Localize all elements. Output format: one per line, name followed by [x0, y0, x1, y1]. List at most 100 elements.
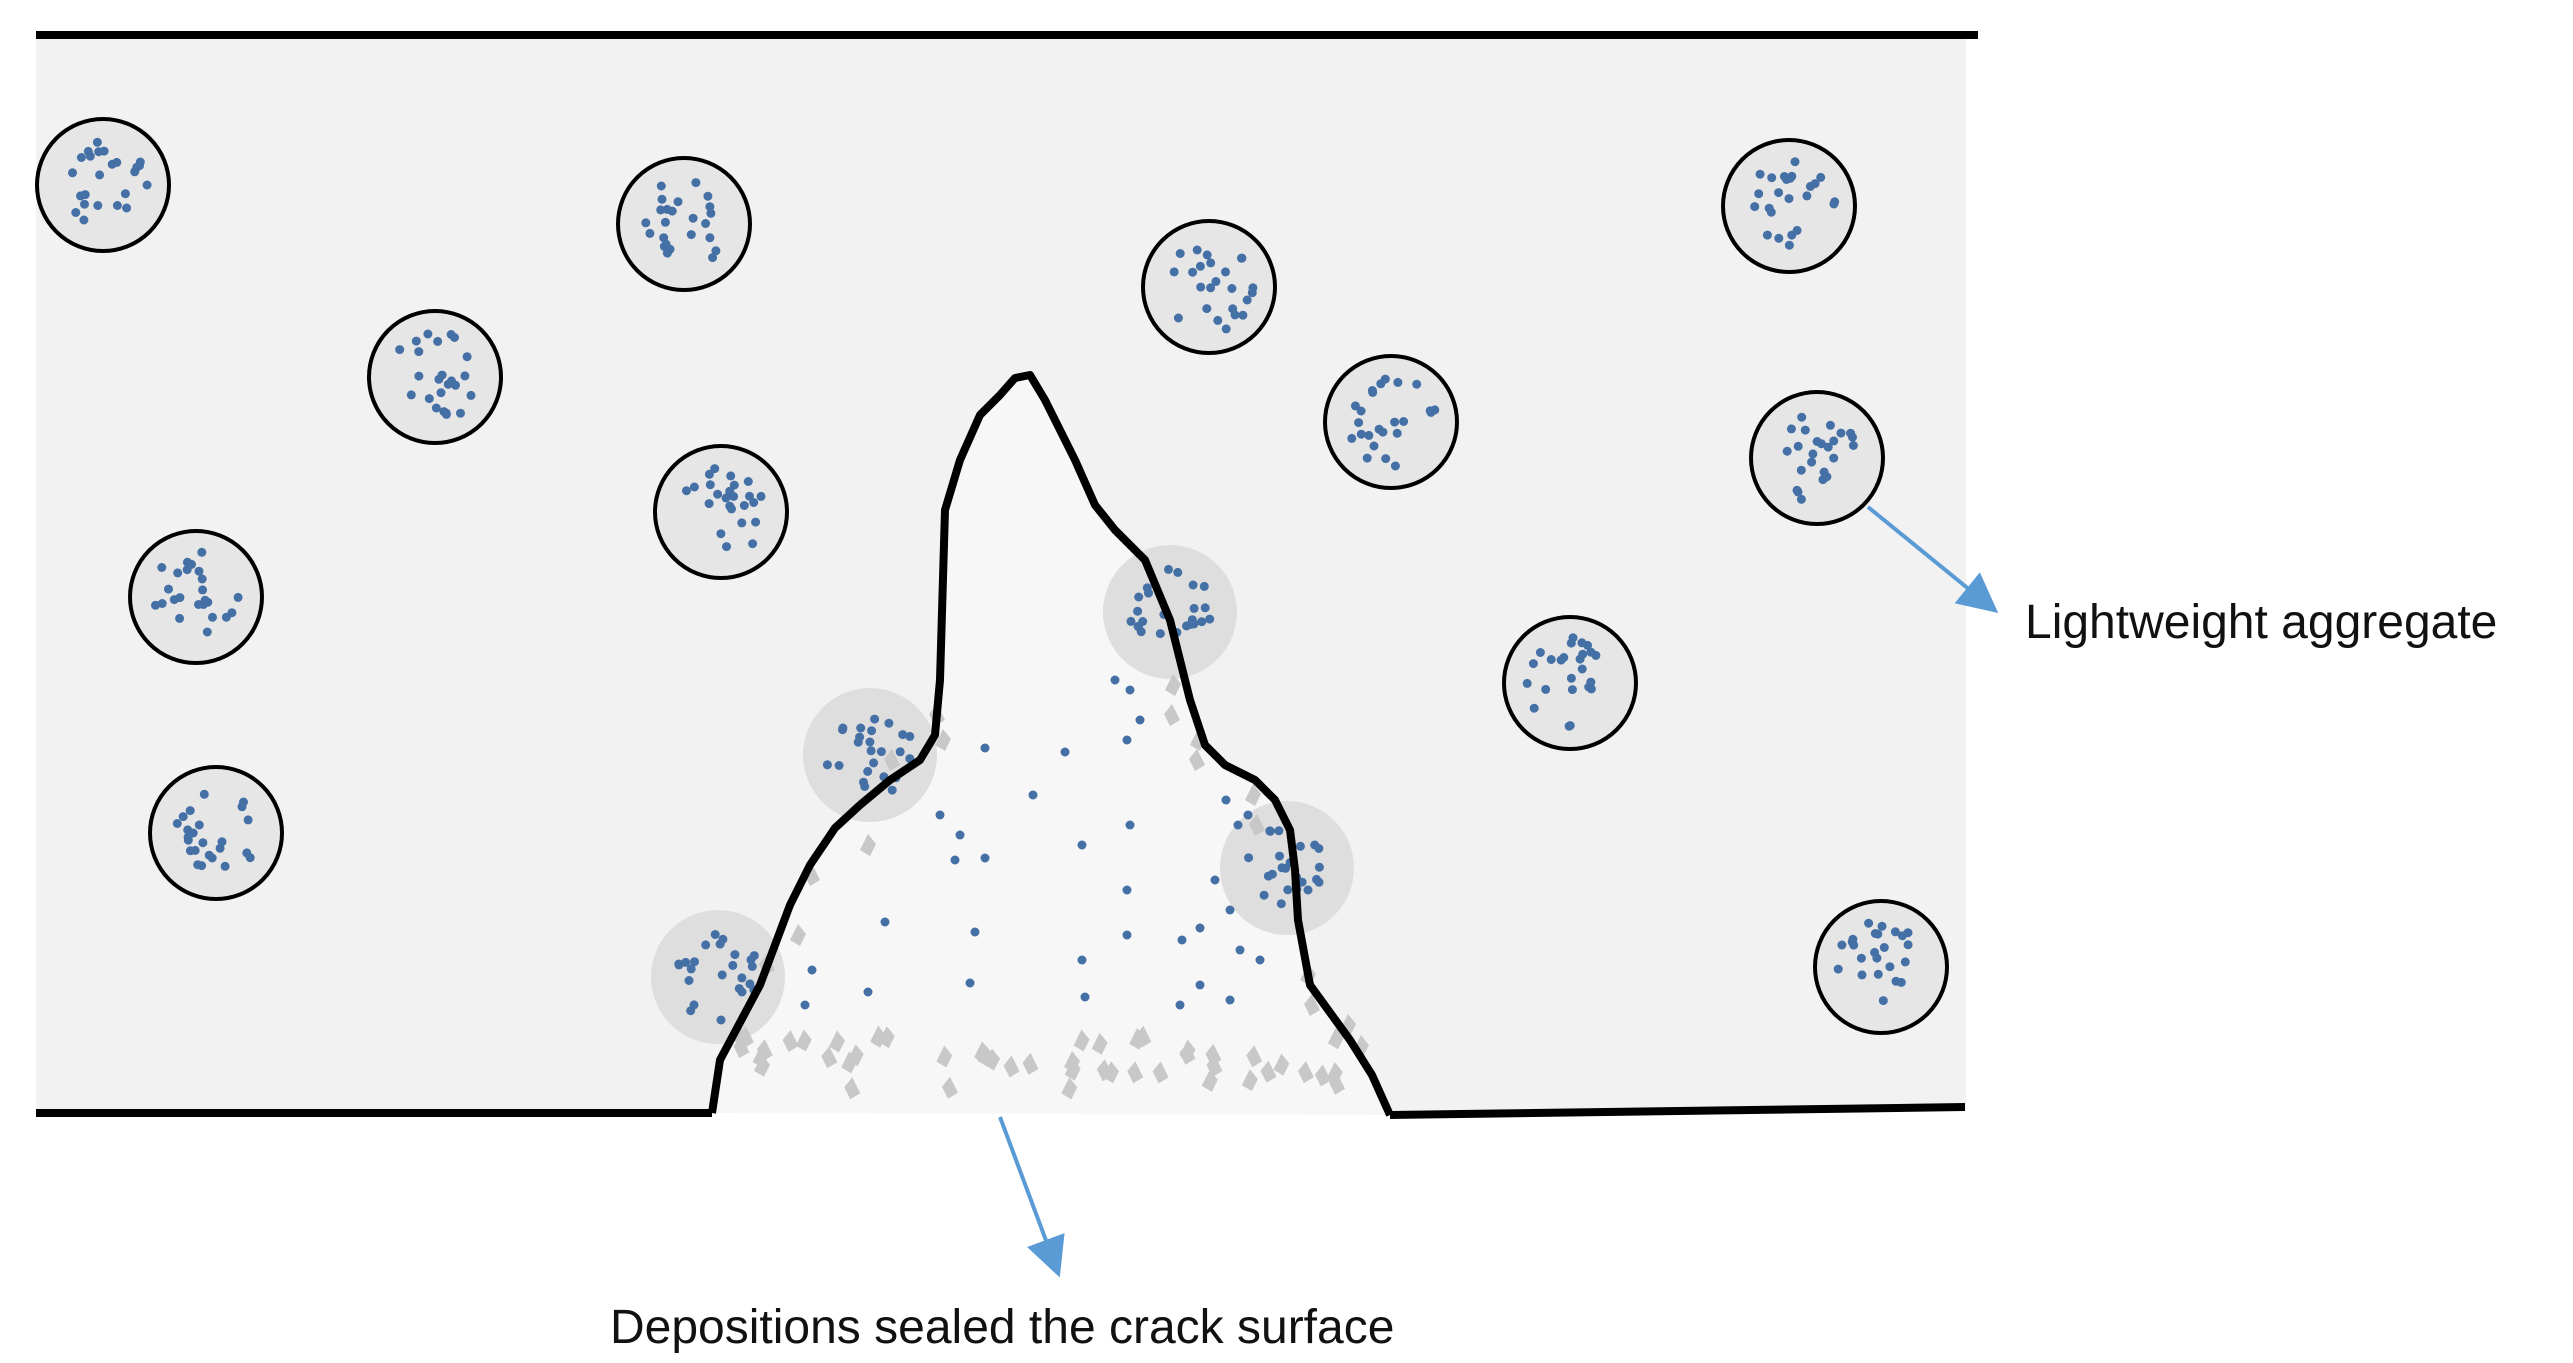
- healing-agent-dot: [689, 1000, 699, 1010]
- healing-agent-dot: [1175, 249, 1185, 258]
- deposition-crystal-icon: [1152, 1061, 1169, 1084]
- healing-agent-dot: [1878, 996, 1888, 1006]
- healing-agent-dot: [737, 518, 747, 528]
- deposition-crystal-icon: [1189, 749, 1205, 771]
- healing-agent-dot: [1350, 401, 1360, 411]
- healing-agent-dot: [1187, 615, 1197, 625]
- aggregate-label: Lightweight aggregate: [2025, 596, 2497, 649]
- deposition-crystal-icon: [790, 924, 806, 946]
- healing-agent-dot: [1412, 379, 1422, 389]
- healing-agent-dot: [79, 215, 89, 225]
- healing-agent-dot: [965, 978, 975, 988]
- deposition-crystal-icon: [884, 749, 900, 771]
- healing-agent-dot: [1237, 253, 1247, 263]
- healing-agent-dot: [656, 181, 666, 191]
- healing-agent-dot: [1155, 629, 1165, 639]
- healing-agent-dot: [705, 480, 715, 490]
- healing-agent-dot: [1837, 940, 1847, 950]
- healing-agent-dot: [1281, 863, 1291, 873]
- healing-agent-dot: [701, 219, 711, 228]
- deposition-crystal-icon: [1206, 1054, 1223, 1077]
- healing-agent-dot: [1750, 202, 1760, 212]
- healing-agent-dot: [1873, 969, 1883, 979]
- healing-agent-dot: [1199, 581, 1209, 591]
- healing-agent-dot: [178, 812, 188, 822]
- deposition-crystal-icon: [1273, 1053, 1290, 1076]
- healing-agent-dot: [142, 180, 152, 190]
- healing-agent-dot: [1122, 885, 1132, 895]
- healing-agent-dot: [456, 408, 465, 418]
- healing-agent-dot: [859, 777, 868, 787]
- healing-agent-dot: [1134, 592, 1144, 602]
- healing-agent-dot: [1793, 441, 1803, 451]
- healing-agent-dot: [233, 592, 243, 602]
- aggregate-particle-icon: [367, 309, 503, 445]
- healing-agent-dot: [745, 491, 754, 501]
- lightweight-aggregates: [35, 117, 1949, 1035]
- healing-agent-dot: [208, 612, 217, 622]
- healing-agent-dot: [1364, 430, 1374, 440]
- healing-agent-dot: [1133, 606, 1143, 616]
- healing-agent-dot: [130, 167, 140, 177]
- healing-agent-dot: [1206, 283, 1216, 293]
- healing-agent-dot: [704, 499, 714, 509]
- healing-agent-dot: [1135, 715, 1145, 725]
- aggregate-particle-icon: [1502, 615, 1638, 751]
- healing-agent-dot: [863, 766, 873, 776]
- healing-agent-dot: [1283, 885, 1293, 895]
- healing-agent-dot: [1244, 853, 1254, 863]
- deposition-crystal-icon: [756, 1039, 773, 1062]
- healing-agent-dot: [751, 517, 761, 527]
- healing-agent-dot: [1295, 841, 1305, 851]
- healing-agent-dot: [898, 730, 908, 740]
- healing-agent-dot: [1169, 267, 1179, 277]
- healing-agent-dot: [411, 336, 421, 346]
- deposition-crystal-icon: [841, 1051, 858, 1074]
- healing-agent-dot: [1267, 869, 1277, 879]
- healing-agent-dot: [80, 199, 89, 209]
- healing-agent-dot: [1125, 820, 1135, 830]
- healing-agent-dot: [1797, 412, 1807, 422]
- healing-agent-dot: [980, 743, 990, 753]
- healing-agent-dot: [667, 206, 677, 216]
- healing-agent-dot: [1125, 685, 1135, 695]
- aggregate-outline: [148, 765, 284, 901]
- healing-agent-dot: [737, 973, 747, 983]
- healing-agent-dot: [1247, 288, 1257, 298]
- healing-agent-dot: [175, 593, 185, 603]
- healing-agent-dot: [436, 388, 446, 398]
- healing-agent-dot: [199, 789, 209, 799]
- healing-agent-dot: [1833, 964, 1843, 974]
- healing-agent-dot: [1077, 840, 1087, 850]
- healing-agent-dot: [717, 970, 727, 980]
- healing-agent-dot: [870, 714, 880, 724]
- healing-agent-dot: [1136, 627, 1146, 637]
- healing-agent-dot: [173, 568, 183, 578]
- healing-agent-dot: [1265, 826, 1275, 836]
- healing-agent-dot: [198, 838, 208, 848]
- healing-agent-dot: [660, 217, 670, 227]
- healing-agent-dot: [756, 491, 766, 501]
- healing-agent-dot: [1213, 315, 1223, 325]
- deposition-crystal-icon: [1246, 1045, 1263, 1068]
- healing-agent-dot: [1807, 457, 1817, 467]
- aggregate-outline: [653, 444, 789, 580]
- deposition-crystal-icon: [936, 1045, 953, 1068]
- healing-agent-dot: [1812, 437, 1822, 446]
- healing-agent-dot: [1173, 313, 1183, 323]
- healing-agent-dot: [701, 940, 711, 950]
- aggregate-particle-icon: [148, 765, 284, 901]
- healing-agent-dot: [704, 469, 714, 479]
- healing-agent-dot: [1528, 659, 1538, 669]
- healing-agent-dot: [431, 403, 441, 413]
- healing-agent-dot: [1567, 685, 1577, 695]
- healing-agent-dot: [1221, 324, 1231, 334]
- deposition-crystal-icon: [1245, 784, 1261, 806]
- healing-agent-dot: [1230, 310, 1240, 320]
- healing-agent-dot: [1200, 603, 1210, 613]
- healing-agent-dot: [1080, 992, 1090, 1002]
- healing-agent-dot: [1425, 406, 1435, 416]
- healing-agent-dot: [800, 1000, 810, 1010]
- healing-agent-dot: [217, 837, 227, 847]
- released-aggregate-cluster: [674, 930, 759, 1025]
